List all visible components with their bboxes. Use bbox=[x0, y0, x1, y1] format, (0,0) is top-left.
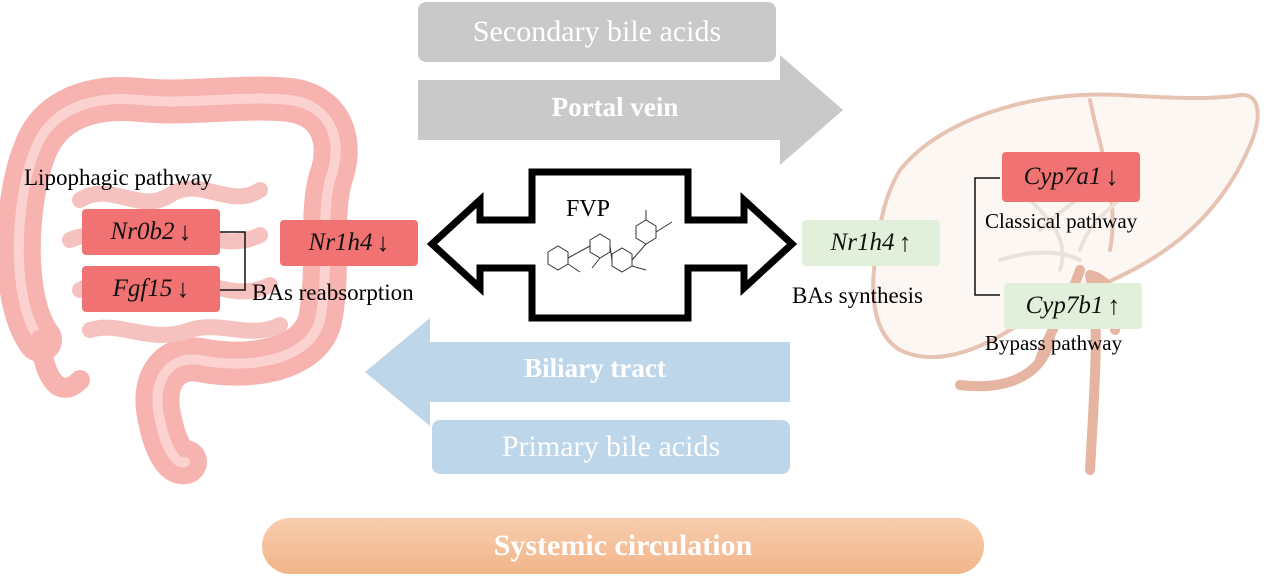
nr1h4-intestine-down-arrow: ↓ bbox=[376, 228, 390, 257]
classical-pathway-label: Classical pathway bbox=[985, 209, 1138, 233]
cyp7a1-gene-box: Cyp7a1 ↓ bbox=[1002, 152, 1140, 202]
nr0b2-gene-box: Nr0b2 ↓ bbox=[82, 209, 220, 255]
intestine-gene-bracket bbox=[220, 231, 246, 291]
nr0b2-down-arrow: ↓ bbox=[178, 217, 192, 246]
cyp7b1-up-arrow: ↑ bbox=[1107, 291, 1121, 320]
bypass-pathway-label: Bypass pathway bbox=[985, 331, 1123, 355]
biliary-tract-arrow bbox=[365, 318, 790, 426]
bas-synthesis-label: BAs synthesis bbox=[792, 283, 923, 308]
fgf15-gene-name: Fgf15 bbox=[112, 275, 173, 302]
nr1h4-intestine-gene-name: Nr1h4 bbox=[308, 229, 373, 256]
lipophagic-pathway-label: Lipophagic pathway bbox=[24, 165, 213, 190]
nr1h4-liver-gene-name: Nr1h4 bbox=[830, 229, 895, 256]
nr0b2-gene-name: Nr0b2 bbox=[110, 218, 175, 245]
fgf15-gene-box: Fgf15 ↓ bbox=[82, 266, 220, 312]
primary-bile-acids-label: Primary bile acids bbox=[501, 430, 721, 463]
bas-reabsorption-label: BAs reabsorption bbox=[252, 280, 414, 305]
cyp7b1-gene-box: Cyp7b1 ↑ bbox=[1004, 283, 1142, 329]
primary-bile-acids-box: Primary bile acids bbox=[432, 420, 790, 474]
nr1h4-liver-up-arrow: ↑ bbox=[898, 228, 912, 257]
cyp7a1-gene-name: Cyp7a1 bbox=[1023, 163, 1102, 190]
portal-vein-label: Portal vein bbox=[551, 92, 679, 122]
secondary-bile-acids-box: Secondary bile acids bbox=[418, 2, 776, 62]
nr1h4-intestine-gene-box: Nr1h4 ↓ bbox=[280, 220, 418, 266]
fvp-molecule bbox=[547, 210, 673, 273]
liver-gene-bracket bbox=[974, 177, 1000, 296]
secondary-bile-acids-label: Secondary bile acids bbox=[472, 15, 722, 48]
fvp-label: FVP bbox=[566, 196, 611, 222]
biliary-tract-label: Biliary tract bbox=[524, 353, 666, 383]
fgf15-down-arrow: ↓ bbox=[176, 274, 190, 303]
systemic-circulation-label: Systemic circulation bbox=[493, 529, 753, 562]
cyp7b1-gene-name: Cyp7b1 bbox=[1025, 292, 1104, 319]
cyp7a1-down-arrow: ↓ bbox=[1105, 162, 1119, 191]
systemic-circulation-bar: Systemic circulation bbox=[262, 518, 984, 574]
portal-vein-arrow bbox=[418, 55, 843, 165]
fvp-double-arrow bbox=[426, 168, 798, 322]
nr1h4-liver-gene-box: Nr1h4 ↑ bbox=[802, 220, 940, 266]
